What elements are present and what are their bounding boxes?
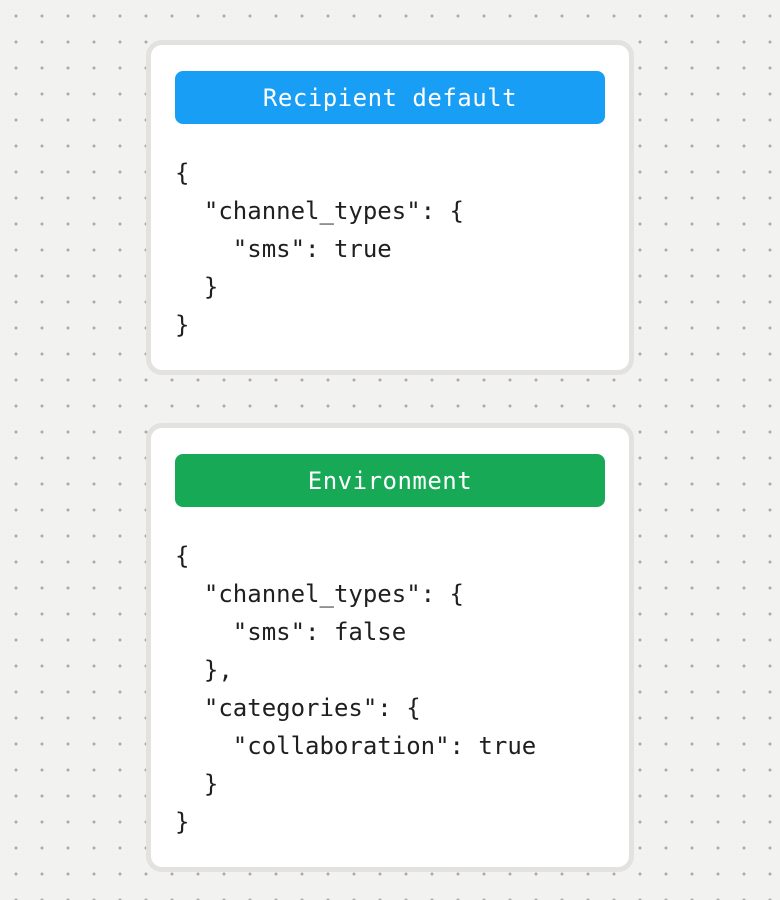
environment-json-code: { "channel_types": { "sms": false }, "ca… <box>175 542 537 836</box>
card-recipient-default: Recipient default { "channel_types": { "… <box>146 40 634 375</box>
recipient-default-badge: Recipient default <box>175 71 605 124</box>
recipient-default-json-code: { "channel_types": { "sms": true } } <box>175 159 464 339</box>
environment-badge: Environment <box>175 454 605 507</box>
card-environment: Environment { "channel_types": { "sms": … <box>146 423 634 872</box>
